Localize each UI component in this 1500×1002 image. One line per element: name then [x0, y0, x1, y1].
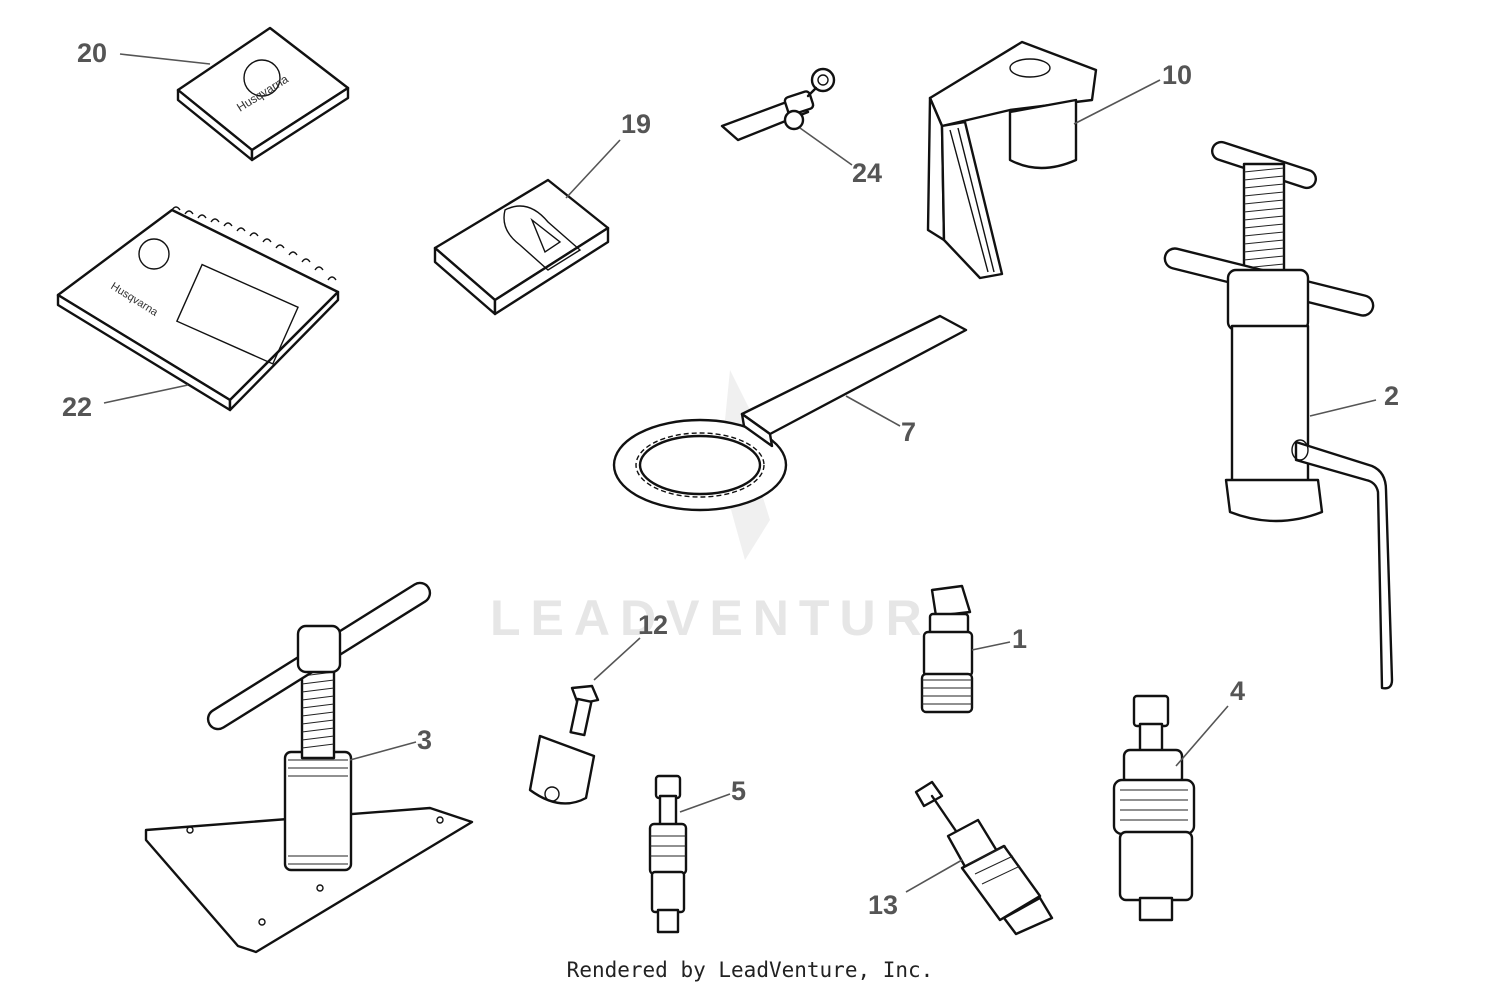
callout-2: 2	[1384, 381, 1399, 411]
watermark: LEADVENTURE	[490, 370, 975, 646]
callout-4: 4	[1230, 676, 1245, 706]
callout-20: 20	[77, 38, 107, 68]
part-19-booklet[interactable]	[433, 178, 610, 316]
callout-24: 24	[852, 158, 882, 188]
part-13-extractor[interactable]	[914, 780, 1054, 936]
callout-7: 7	[901, 417, 916, 447]
part-2-puller[interactable]	[1163, 140, 1394, 690]
part-3-press[interactable]	[144, 579, 474, 954]
part-10-bracket[interactable]	[926, 40, 1098, 280]
footer-credit: Rendered by LeadVenture, Inc.	[566, 958, 934, 982]
watermark-text: LEADVENTURE	[490, 590, 975, 646]
callout-3: 3	[417, 725, 432, 755]
part-7-ring-spanner[interactable]	[612, 314, 968, 512]
callout-19: 19	[621, 109, 651, 139]
part-22-spiral-manual[interactable]: Husqvarna	[56, 206, 340, 412]
callout-1: 1	[1012, 624, 1027, 654]
part-1-adapter[interactable]	[920, 584, 974, 714]
part-24-key[interactable]	[720, 67, 836, 142]
part-12-puller[interactable]	[528, 684, 600, 805]
callout-5: 5	[731, 776, 746, 806]
part-5-extractor[interactable]	[648, 774, 688, 934]
callout-10: 10	[1162, 60, 1192, 90]
callout-12: 12	[638, 610, 668, 640]
part-20-booklet[interactable]: Husqvarna	[176, 26, 350, 162]
callout-13: 13	[868, 890, 898, 920]
callout-22: 22	[62, 392, 92, 422]
part-4-extractor[interactable]	[1112, 694, 1196, 922]
